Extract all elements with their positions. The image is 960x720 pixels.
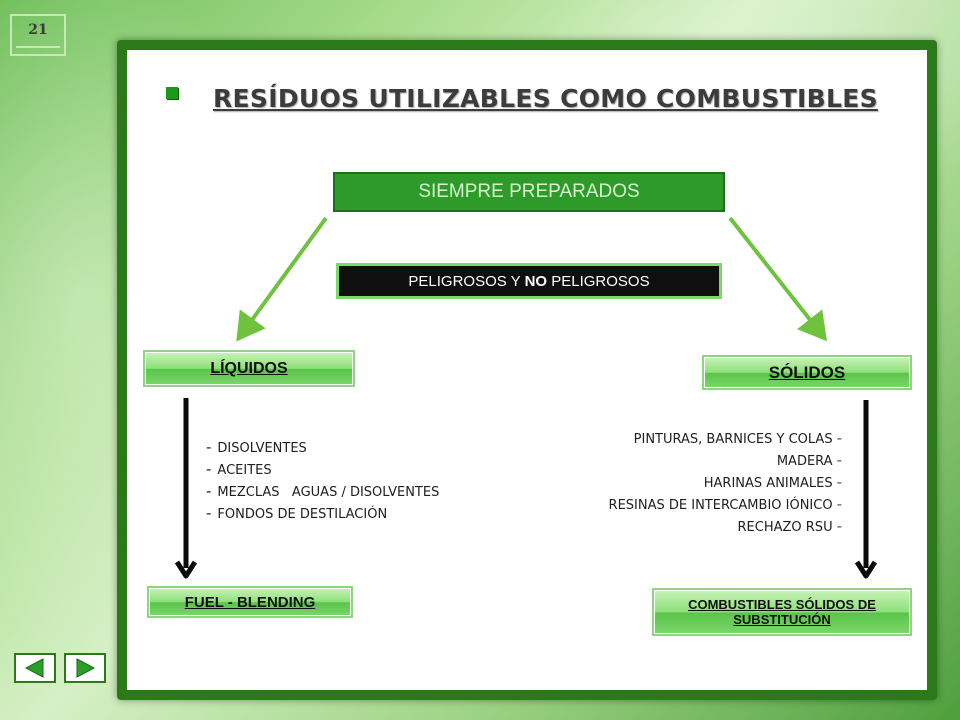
combustibles-label-line1: COMBUSTIBLES SÓLIDOS DE bbox=[688, 597, 876, 612]
list-item: RECHAZO RSU- bbox=[737, 517, 842, 535]
liquidos-label: LÍQUIDOS bbox=[210, 359, 288, 377]
solidos-box: SÓLIDOS bbox=[702, 355, 912, 390]
list-item: -DISOLVENTES bbox=[206, 438, 307, 456]
list-item: -FONDOS DE DESTILACIÓN bbox=[206, 504, 388, 522]
liquidos-box: LÍQUIDOS bbox=[143, 350, 355, 387]
fuel-blending-box: FUEL - BLENDING bbox=[147, 586, 353, 618]
combustibles-label-line2: SUBSTITUCIÓN bbox=[733, 612, 831, 627]
slide-title: RESÍDUOS UTILIZABLES COMO COMBUSTIBLES bbox=[213, 84, 878, 113]
list-item: -MEZCLAS AGUAS / DISOLVENTES bbox=[206, 482, 440, 500]
siempre-preparados-box: SIEMPRE PREPARADOS bbox=[333, 172, 725, 212]
list-item: PINTURAS, BARNICES Y COLAS- bbox=[633, 429, 842, 447]
list-item: HARINAS ANIMALES- bbox=[703, 473, 842, 491]
arrow-to-solidos bbox=[728, 216, 827, 342]
combustibles-box: COMBUSTIBLES SÓLIDOS DE SUBSTITUCIÓN bbox=[652, 588, 912, 636]
title-bullet-icon bbox=[166, 87, 178, 99]
fuel-blending-label: FUEL - BLENDING bbox=[184, 593, 316, 611]
siempre-preparados-label: SIEMPRE PREPARADOS bbox=[418, 181, 640, 202]
list-item: MADERA- bbox=[776, 451, 842, 469]
liquids-list: -DISOLVENTES -ACEITES -MEZCLAS AGUAS / D… bbox=[206, 436, 439, 524]
arrow-to-liquidos bbox=[236, 216, 328, 342]
arrowhead-liquidos bbox=[174, 560, 198, 579]
peligrosos-box: PELIGROSOS Y NO PELIGROSOS bbox=[336, 263, 722, 299]
next-button[interactable] bbox=[64, 653, 106, 683]
solidos-label: SÓLIDOS bbox=[768, 362, 846, 382]
right-arrow-icon bbox=[76, 658, 96, 678]
left-arrow-icon bbox=[24, 658, 44, 678]
peligrosos-label: PELIGROSOS Y NO PELIGROSOS bbox=[408, 272, 650, 290]
prev-button[interactable] bbox=[14, 653, 56, 683]
solids-list: PINTURAS, BARNICES Y COLAS- MADERA- HARI… bbox=[609, 427, 842, 537]
page-number: 21 bbox=[10, 14, 66, 56]
list-item: -ACEITES bbox=[206, 460, 272, 478]
list-item: RESINAS DE INTERCAMBIO IÓNICO- bbox=[608, 495, 842, 513]
arrowhead-solidos bbox=[854, 560, 878, 579]
